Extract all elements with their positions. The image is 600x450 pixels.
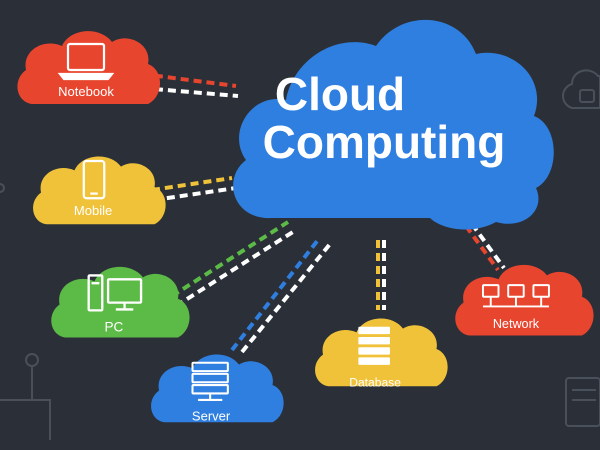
background-decor	[0, 69, 600, 440]
node-network-label: Network	[493, 317, 540, 331]
smartphone-icon	[82, 159, 106, 200]
connector-network-colored	[464, 224, 500, 272]
node-server: Server	[151, 354, 284, 423]
main-cloud: Cloud Computing	[233, 19, 554, 230]
faint-lock-body-icon	[579, 89, 595, 103]
node-pc-label: PC	[104, 320, 123, 335]
node-notebook-label: Notebook	[58, 84, 114, 99]
laptop-icon	[57, 42, 115, 81]
connector-server-colored	[230, 238, 320, 352]
main-cloud-title-line1: Cloud	[275, 68, 405, 120]
node-database: Database	[315, 318, 448, 389]
node-server-label: Server	[192, 408, 231, 423]
faint-circuit-icon	[0, 366, 51, 440]
node-mobile: Mobile	[33, 156, 166, 225]
connector-mobile-white	[153, 186, 237, 202]
network-icon	[482, 284, 550, 308]
faint-dot-icon	[0, 183, 5, 193]
node-notebook: Notebook	[17, 31, 160, 104]
desktop-computer-icon	[87, 274, 143, 312]
connector-mobile-colored	[151, 176, 233, 192]
node-database-label: Database	[349, 375, 401, 389]
server-rack-icon	[191, 361, 229, 401]
main-cloud-title-line2: Computing	[263, 116, 506, 168]
main-cloud-shape	[233, 19, 554, 230]
node-mobile-label: Mobile	[74, 203, 112, 218]
faint-cloud-lock-icon	[562, 69, 600, 109]
connector-pc-white	[174, 228, 298, 308]
connector-network-white	[470, 222, 506, 270]
faint-node-icon	[25, 353, 39, 367]
faint-folder-icon	[565, 377, 600, 427]
faint-folder-lines-icon	[572, 389, 596, 401]
node-network: Network	[455, 264, 594, 336]
connector-pc-colored	[170, 220, 290, 298]
database-icon	[358, 326, 390, 365]
connector-server-white	[240, 242, 332, 354]
node-pc: PC	[51, 266, 190, 338]
